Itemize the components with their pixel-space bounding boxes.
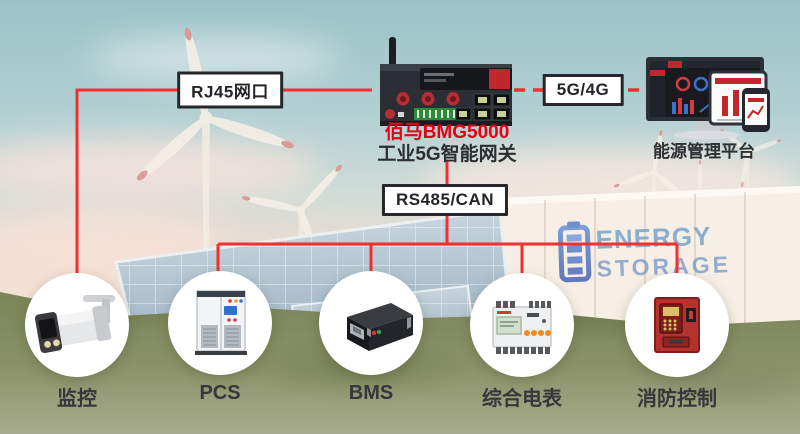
device-label-bms: BMS bbox=[348, 382, 394, 404]
rj45-port-tag: RJ45网口 bbox=[177, 71, 283, 109]
power-connector bbox=[385, 109, 395, 119]
device-pcs bbox=[168, 271, 272, 375]
device-label-fire: 消防控制 bbox=[637, 388, 717, 410]
device-camera bbox=[25, 273, 129, 377]
cloud bbox=[0, 138, 320, 200]
device-meter bbox=[470, 273, 574, 377]
fire-control-panel-icon bbox=[654, 297, 700, 353]
ethernet-ports bbox=[455, 93, 511, 121]
connection-lines bbox=[75, 88, 679, 277]
platform-label: 能源管理平台 bbox=[653, 142, 755, 161]
camera-icon bbox=[34, 295, 115, 354]
terminal-block bbox=[414, 108, 460, 120]
gateway-product-label: 工业5G智能网关 bbox=[377, 144, 517, 165]
rj45-line bbox=[75, 88, 372, 277]
gateway-illustration bbox=[380, 37, 512, 126]
device-label-meter: 综合电表 bbox=[482, 388, 562, 410]
logo-line1: ENERGY bbox=[595, 221, 712, 255]
device-label-camera: 监控 bbox=[57, 388, 97, 410]
gateway-model-label: 佰马BMG5000 bbox=[384, 122, 510, 143]
platform-illustration bbox=[646, 57, 770, 140]
device-bms bbox=[319, 271, 423, 375]
bms-unit-icon bbox=[347, 303, 413, 351]
device-label-pcs: PCS bbox=[199, 382, 241, 404]
battery-icon bbox=[557, 221, 592, 283]
sma-connectors bbox=[396, 92, 460, 106]
fieldbus-tag: RS485/CAN bbox=[381, 184, 509, 216]
pcs-cabinet-icon bbox=[195, 290, 247, 355]
phone bbox=[742, 88, 770, 132]
cellular-tag: 5G/4G bbox=[542, 74, 624, 106]
power-meter-icon bbox=[492, 301, 552, 354]
device-fire bbox=[625, 273, 729, 377]
fieldbus-drop-lines bbox=[216, 244, 679, 277]
energy-storage-logo: ENERGY STORAGE bbox=[557, 221, 731, 283]
gateway-red-sticker bbox=[489, 69, 510, 89]
